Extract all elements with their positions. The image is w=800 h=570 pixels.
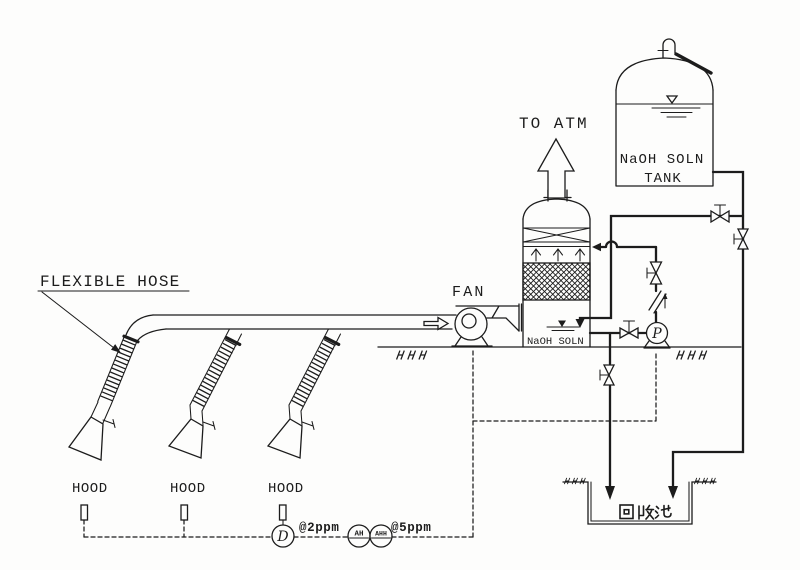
ground-hatch-icon bbox=[677, 351, 707, 360]
setpoint-highhigh-label: @5ppm bbox=[391, 521, 432, 535]
gas-detector-instrument: D bbox=[271, 524, 295, 548]
tank-fill-chute-icon bbox=[674, 52, 713, 75]
flexible-hose-3 bbox=[266, 328, 342, 459]
spray-arrows-icon bbox=[530, 248, 586, 262]
valve-sump-drain bbox=[599, 364, 616, 386]
pit-label bbox=[619, 504, 672, 520]
scrubber-tower: NaOH SOLN bbox=[522, 189, 591, 348]
cjk-chi bbox=[654, 504, 672, 519]
ground-hatch-icon bbox=[564, 478, 585, 484]
cjk-shou bbox=[638, 504, 655, 520]
sump-label: NaOH SOLN bbox=[527, 336, 584, 348]
alarm-highhigh-instrument: AHH bbox=[369, 524, 393, 548]
duct-system bbox=[125, 314, 457, 341]
flexible-hose-label: FLEXIBLE HOSE bbox=[40, 273, 180, 291]
fan-label: FAN bbox=[452, 284, 486, 301]
tank-label-line1: NaOH SOLN bbox=[620, 152, 705, 168]
leader-line bbox=[41, 291, 115, 349]
alarm-highhigh-label: AHH bbox=[375, 531, 387, 538]
fan-assembly bbox=[451, 303, 523, 347]
ground-hatch-icon bbox=[397, 351, 427, 360]
hood-label-2: HOOD bbox=[170, 481, 206, 497]
valve-pump-suction bbox=[619, 320, 639, 340]
alarm-high-label: AH bbox=[354, 531, 363, 539]
pit-inlet-arrow-icon bbox=[668, 486, 678, 499]
hood-sensor-3 bbox=[278, 504, 287, 521]
tank-vent-icon bbox=[657, 38, 676, 59]
fan-hub-icon bbox=[461, 313, 477, 329]
drain-arrow-icon bbox=[605, 486, 615, 500]
ground-hatch-icon bbox=[694, 478, 715, 484]
hood-funnel-3 bbox=[266, 418, 303, 459]
makeup-arrow-icon bbox=[575, 319, 585, 328]
valve-pump-discharge bbox=[646, 261, 663, 285]
stack-arrow-icon bbox=[536, 137, 576, 199]
pump-body bbox=[645, 321, 669, 345]
hood-sensor-2 bbox=[180, 504, 189, 521]
alarm-high-instrument: AH bbox=[347, 524, 371, 548]
flow-arrow-icon bbox=[423, 316, 450, 331]
valve-tank-drain bbox=[733, 228, 750, 250]
setpoint-high-label: @2ppm bbox=[299, 521, 340, 535]
check-valve-icon bbox=[648, 290, 668, 314]
spray-arrow-icon bbox=[592, 242, 601, 252]
hood-label-3: HOOD bbox=[268, 481, 304, 497]
instrument-signal-lines bbox=[83, 347, 657, 538]
hood-funnel-2 bbox=[167, 418, 204, 459]
hood-funnel-1 bbox=[67, 416, 104, 461]
to-atm-label: TO ATM bbox=[519, 115, 589, 133]
flexible-hose-1 bbox=[67, 334, 140, 461]
tank-label-line2: TANK bbox=[644, 171, 682, 187]
sump-level-icon bbox=[546, 320, 580, 332]
tank-level-icon bbox=[651, 95, 701, 118]
fan-volute bbox=[454, 307, 488, 341]
packing-section bbox=[522, 262, 591, 301]
pump-label: P bbox=[651, 326, 662, 342]
piping bbox=[575, 170, 745, 500]
hood-label-1: HOOD bbox=[72, 481, 108, 497]
collection-pit bbox=[562, 478, 717, 525]
pump-assembly: P bbox=[643, 321, 671, 349]
cjk-hui bbox=[619, 504, 634, 520]
ground-line bbox=[377, 346, 742, 360]
naoh-tank: NaOH SOLN TANK bbox=[615, 38, 714, 187]
mist-eliminator bbox=[522, 227, 591, 243]
detector-label: D bbox=[276, 529, 288, 545]
valve-tank-supply bbox=[710, 204, 730, 224]
flexible-hose-2 bbox=[167, 328, 243, 459]
flexible-hose-callout: FLEXIBLE HOSE bbox=[37, 273, 190, 353]
hood-sensor-1 bbox=[80, 504, 89, 521]
leader-arrowhead-icon bbox=[111, 344, 121, 353]
